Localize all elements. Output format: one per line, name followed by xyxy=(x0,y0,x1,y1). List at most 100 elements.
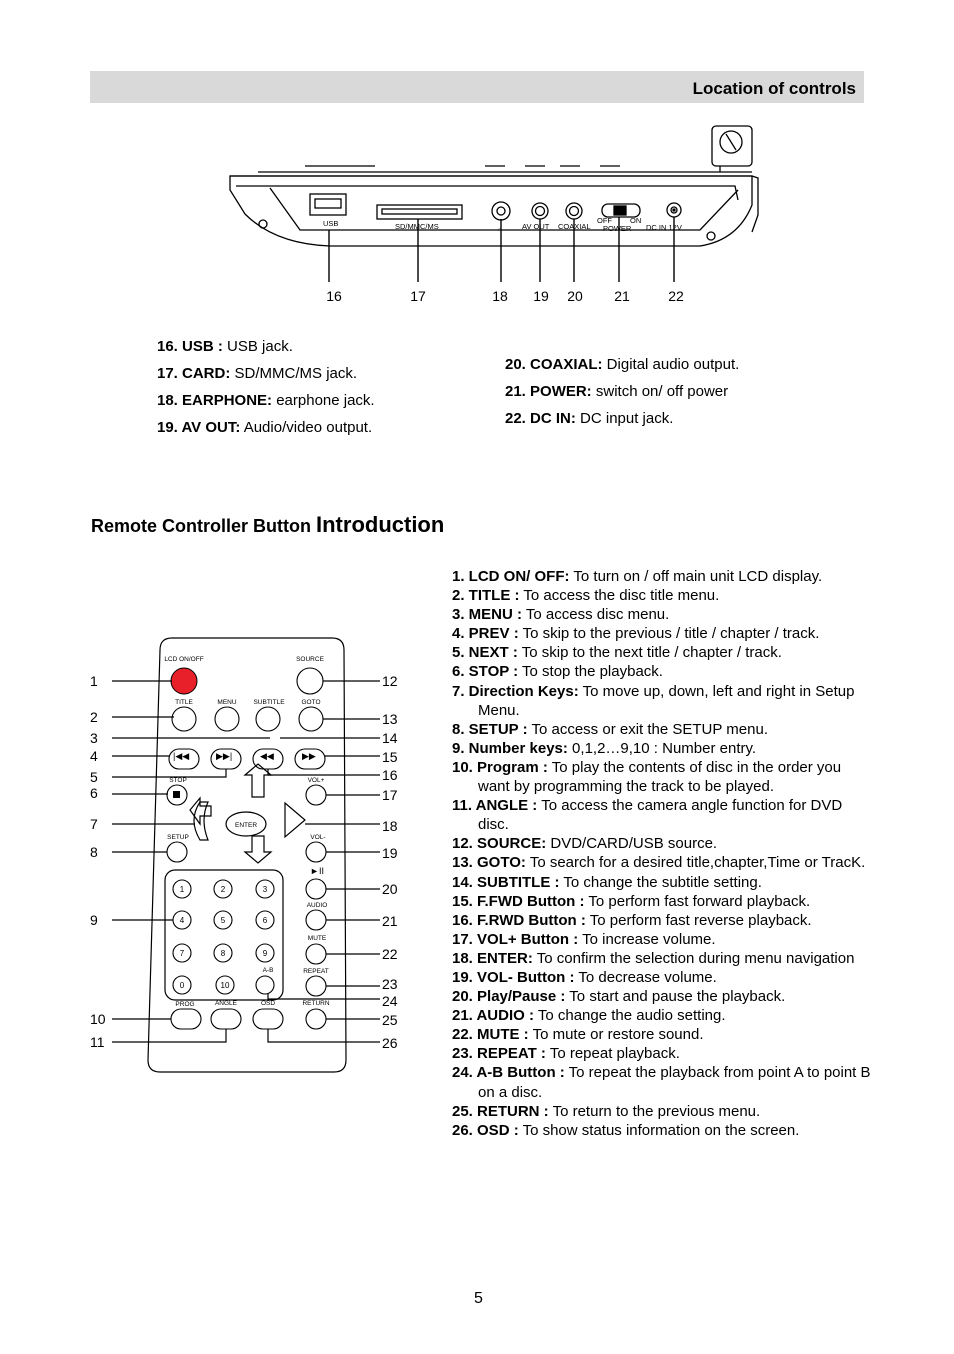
callout-16: 16 xyxy=(326,288,342,304)
list-item: 7. Direction Keys: To move up, down, lef… xyxy=(452,682,855,719)
ffwd-button[interactable] xyxy=(294,748,326,770)
title-button[interactable] xyxy=(171,706,197,732)
play-pause-button[interactable] xyxy=(305,878,327,900)
remote-callout-12: 12 xyxy=(382,673,398,689)
osd-button[interactable] xyxy=(252,1008,284,1030)
mute-button[interactable] xyxy=(305,943,327,965)
remote-callout-13: 13 xyxy=(382,711,398,727)
stop-icon xyxy=(173,791,180,798)
list-item: 8. SETUP : To access or exit the SETUP m… xyxy=(452,720,768,738)
remote-callout-4: 4 xyxy=(90,748,98,764)
arrow-right-button[interactable] xyxy=(284,801,306,839)
remote-label-enter: ENTER xyxy=(235,822,257,829)
arrow-left-button[interactable] xyxy=(189,796,212,826)
next-icon: ▶▶| xyxy=(216,751,232,761)
lcd-onoff-button[interactable] xyxy=(170,667,198,695)
power-switch xyxy=(601,203,641,218)
remote-callout-18: 18 xyxy=(382,818,398,834)
list-item: 4. PREV : To skip to the previous / titl… xyxy=(452,625,820,643)
list-item: 3. MENU : To access disc menu. xyxy=(452,606,670,624)
key-0[interactable] xyxy=(172,975,192,995)
enter-button[interactable] xyxy=(225,811,267,837)
list-item: 10. Program : To play the contents of di… xyxy=(452,758,842,796)
setup-button[interactable] xyxy=(166,841,188,863)
page-number: 5 xyxy=(474,1290,483,1307)
key-9[interactable] xyxy=(255,943,275,963)
key-label-9: 9 xyxy=(263,949,268,958)
jack-item: 18. EARPHONE: earphone jack. xyxy=(157,392,375,409)
key-7[interactable] xyxy=(172,943,192,963)
remote-callout-23: 23 xyxy=(382,976,398,992)
repeat-button[interactable] xyxy=(305,975,327,997)
key-6[interactable] xyxy=(255,910,275,930)
arrow-down-button[interactable] xyxy=(243,835,273,864)
key-label-6: 6 xyxy=(263,916,268,925)
jack-item: 19. AV OUT: Audio/video output. xyxy=(157,419,373,436)
key-10[interactable] xyxy=(215,975,235,995)
remote-label-title: TITLE xyxy=(175,699,193,706)
key-label-2: 2 xyxy=(221,885,226,894)
svg-text:∩: ∩ xyxy=(498,227,502,233)
remote-callout-20: 20 xyxy=(382,881,398,897)
remote-callout-16: 16 xyxy=(382,767,398,783)
remote-body xyxy=(147,637,347,1073)
remote-callout-5: 5 xyxy=(90,769,98,785)
section-title-location: Location of controls xyxy=(692,79,856,98)
key-8[interactable] xyxy=(213,943,233,963)
remote-label-play: ►II xyxy=(310,866,324,876)
return-button[interactable] xyxy=(305,1008,327,1030)
prog-button[interactable] xyxy=(170,1008,202,1030)
remote-callout-1: 1 xyxy=(90,673,98,689)
key-5[interactable] xyxy=(213,910,233,930)
key-label-1: 1 xyxy=(180,885,185,894)
remote-callout-24: 24 xyxy=(382,993,398,1009)
remote-callout-3: 3 xyxy=(90,730,98,746)
menu-button[interactable] xyxy=(214,706,240,732)
stop-button[interactable] xyxy=(166,784,188,806)
key-label-4: 4 xyxy=(180,916,185,925)
key-label-0: 0 xyxy=(180,981,185,990)
list-item: 25. RETURN : To return to the previous m… xyxy=(452,1102,761,1120)
panel-label-power: POWER xyxy=(603,224,632,233)
vol-minus-button[interactable] xyxy=(305,841,327,863)
list-item: 20. Play/Pause : To start and pause the … xyxy=(452,988,786,1006)
arrow-up-button[interactable] xyxy=(243,763,273,798)
source-button[interactable] xyxy=(296,667,324,695)
audio-button[interactable] xyxy=(305,909,327,931)
vol-plus-button[interactable] xyxy=(305,784,327,806)
device-side-diagram: USB SD/MMC/MS AV OUT COAXIAL OFF ON POWE… xyxy=(229,125,759,304)
key-label-5: 5 xyxy=(221,916,226,925)
remote-callout-9: 9 xyxy=(90,912,98,928)
remote-label-setup: SETUP xyxy=(167,834,189,841)
remote-label-repeat: REPEAT xyxy=(303,968,329,975)
device-body xyxy=(229,175,753,247)
list-item: 15. F.FWD Button : To perform fast forwa… xyxy=(452,892,811,910)
goto-button[interactable] xyxy=(298,706,324,732)
callout-20: 20 xyxy=(567,288,583,304)
key-label-10: 10 xyxy=(221,981,230,990)
remote-section-title: Remote Controller Button Introduction xyxy=(91,512,445,537)
jack-item: 21. POWER: switch on/ off power xyxy=(505,383,729,400)
key-1[interactable] xyxy=(172,879,192,899)
remote-callout-10: 10 xyxy=(90,1011,106,1027)
list-item: 24. A-B Button : To repeat the playback … xyxy=(452,1064,871,1101)
ab-button[interactable] xyxy=(255,975,275,995)
list-item: 12. SOURCE: DVD/CARD/USB source. xyxy=(452,835,718,853)
subtitle-button[interactable] xyxy=(255,706,281,732)
remote-label-ab: A-B xyxy=(263,967,274,974)
prev-button[interactable] xyxy=(168,748,200,770)
card-slot xyxy=(376,204,463,220)
angle-button[interactable] xyxy=(210,1008,242,1030)
remote-label-lcd: LCD ON/OFF xyxy=(164,656,203,663)
callout-21: 21 xyxy=(614,288,630,304)
remote-label-return: RETURN xyxy=(302,1000,329,1007)
remote-label-subtitle: SUBTITLE xyxy=(253,699,285,706)
key-3[interactable] xyxy=(255,879,275,899)
coaxial-jack xyxy=(565,202,583,220)
key-label-8: 8 xyxy=(221,949,226,958)
remote-callout-8: 8 xyxy=(90,844,98,860)
panel-label-avout: AV OUT xyxy=(522,222,550,231)
key-2[interactable] xyxy=(213,879,233,899)
av-out-jack xyxy=(531,202,549,220)
list-item: 21. AUDIO : To change the audio setting. xyxy=(452,1007,726,1025)
